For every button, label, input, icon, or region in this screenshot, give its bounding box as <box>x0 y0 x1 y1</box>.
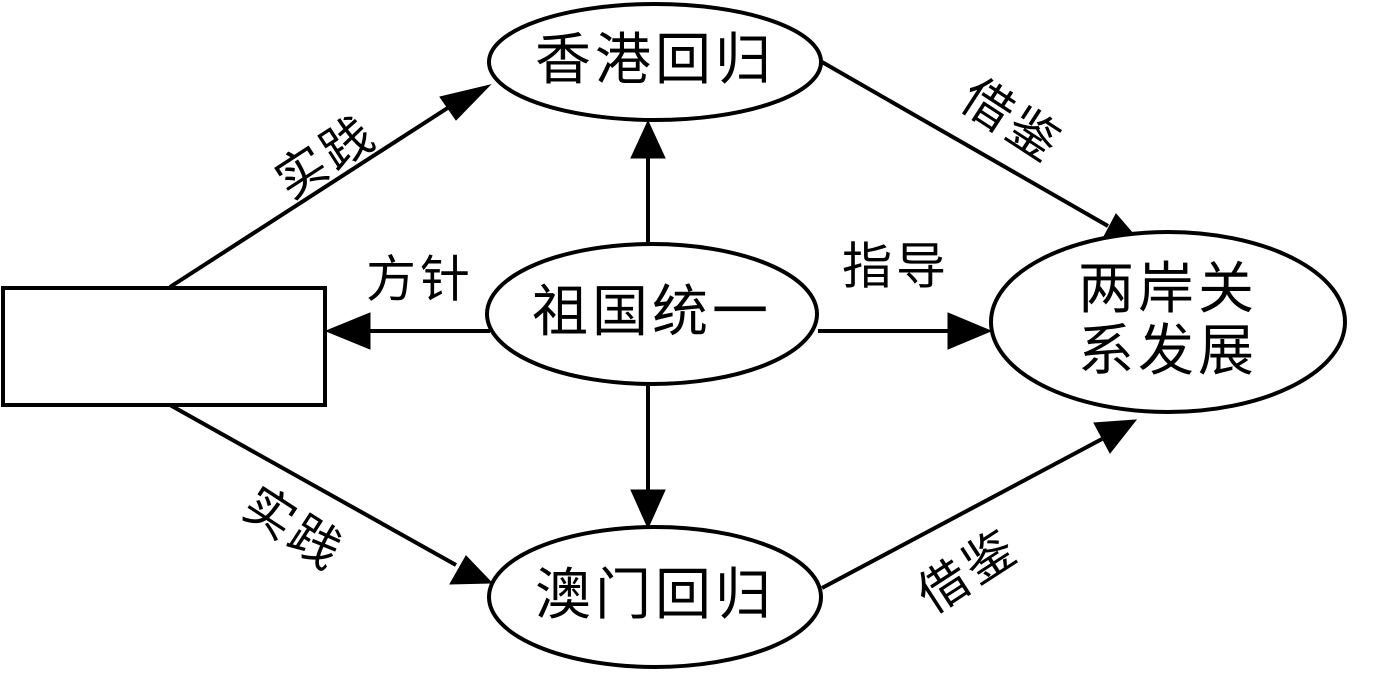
guide-label: 指导 <box>842 238 950 296</box>
cross-strait-label-line1: 两岸关 <box>1078 257 1258 322</box>
reunification-node <box>485 242 819 386</box>
hong-kong-node <box>487 2 823 122</box>
policy-label: 方针 <box>366 251 474 309</box>
arrowhead-to-hongkong <box>630 119 666 159</box>
arrowhead-hongkong-practice <box>439 84 492 121</box>
blank-answer-box <box>1 286 327 407</box>
edge-macau-to-crossstrait <box>821 437 1103 590</box>
practice-label-top: 实践 <box>265 103 387 210</box>
arrowhead-to-macau <box>630 489 666 530</box>
edge-hongkong-to-crossstrait <box>821 60 1109 228</box>
cross-strait-label-line2: 系发展 <box>1078 319 1258 384</box>
reference-label-top: 借鉴 <box>951 67 1073 174</box>
reunification-label: 祖国统一 <box>532 280 772 345</box>
cross-strait-node <box>989 230 1347 414</box>
arrowhead-macau-practice <box>449 555 494 585</box>
edge-box-to-macau <box>169 403 457 567</box>
arrowhead-reference-bottom <box>1093 419 1138 454</box>
arrowhead-guide <box>947 312 993 350</box>
macau-node <box>487 525 823 669</box>
edge-box-to-hongkong <box>168 98 462 289</box>
macau-label: 澳门回归 <box>535 563 775 628</box>
practice-label-bottom: 实践 <box>233 475 355 582</box>
arrowhead-policy <box>324 312 371 350</box>
hong-kong-label: 香港回归 <box>535 28 775 93</box>
